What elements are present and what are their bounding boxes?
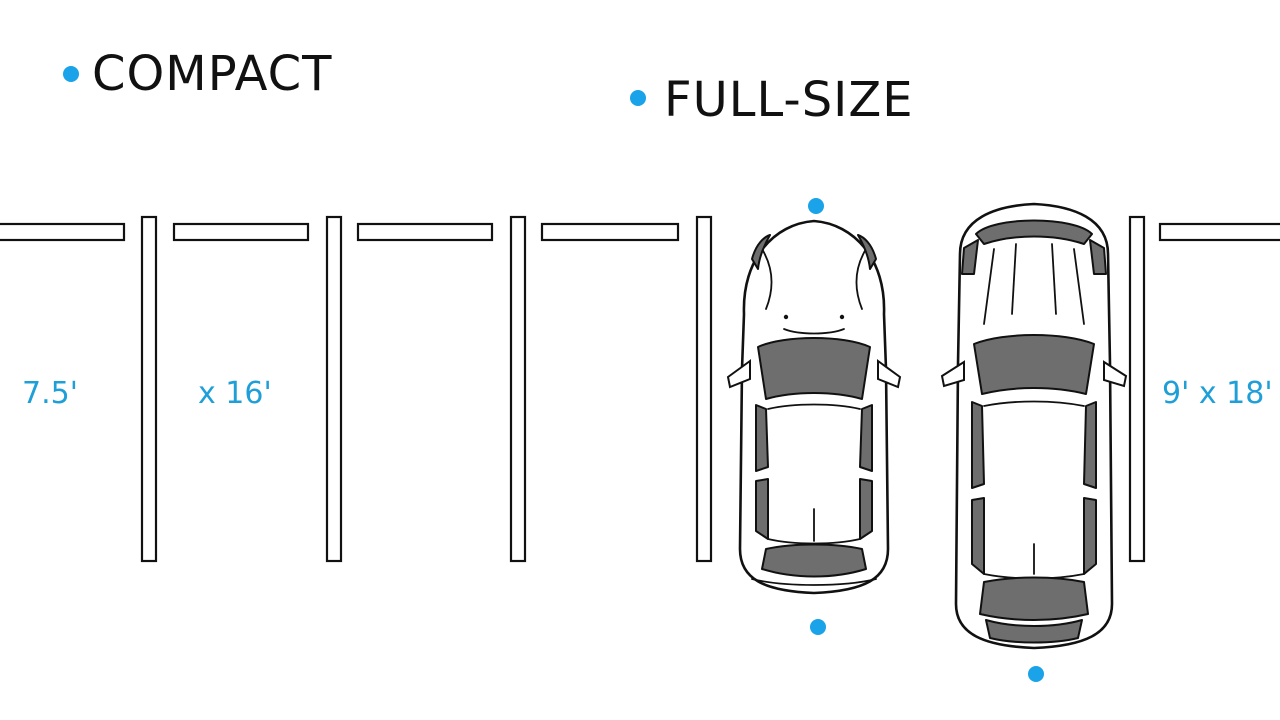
compact-label: COMPACT bbox=[92, 46, 332, 102]
compact-car-front-dot-icon bbox=[808, 198, 824, 214]
full-size-label: FULL-SIZE bbox=[664, 72, 914, 128]
full-size-dimensions-label: 9' x 18' bbox=[1162, 376, 1273, 411]
stripe-top-5 bbox=[1158, 222, 1280, 242]
full-size-car-top-view-icon bbox=[940, 202, 1128, 650]
top-stripes bbox=[0, 222, 1280, 242]
full-size-car-rear-dot-icon bbox=[1028, 666, 1044, 682]
stripe-top-4 bbox=[540, 222, 680, 242]
stripe-top-3 bbox=[356, 222, 494, 242]
divider-1 bbox=[140, 215, 158, 563]
divider-3 bbox=[509, 215, 527, 563]
vertical-dividers bbox=[140, 215, 1146, 563]
stripe-top-1 bbox=[0, 222, 126, 242]
stripe-top-2 bbox=[172, 222, 310, 242]
compact-car-rear-dot-icon bbox=[810, 619, 826, 635]
compact-car-top-view-icon bbox=[726, 219, 902, 595]
full-size-bullet-dot-icon bbox=[630, 90, 646, 106]
compact-bullet-dot-icon bbox=[63, 66, 79, 82]
compact-width-label: 7.5' bbox=[22, 376, 78, 411]
compact-length-label: x 16' bbox=[198, 376, 272, 411]
divider-4 bbox=[695, 215, 713, 563]
divider-5 bbox=[1128, 215, 1146, 563]
divider-2 bbox=[325, 215, 343, 563]
